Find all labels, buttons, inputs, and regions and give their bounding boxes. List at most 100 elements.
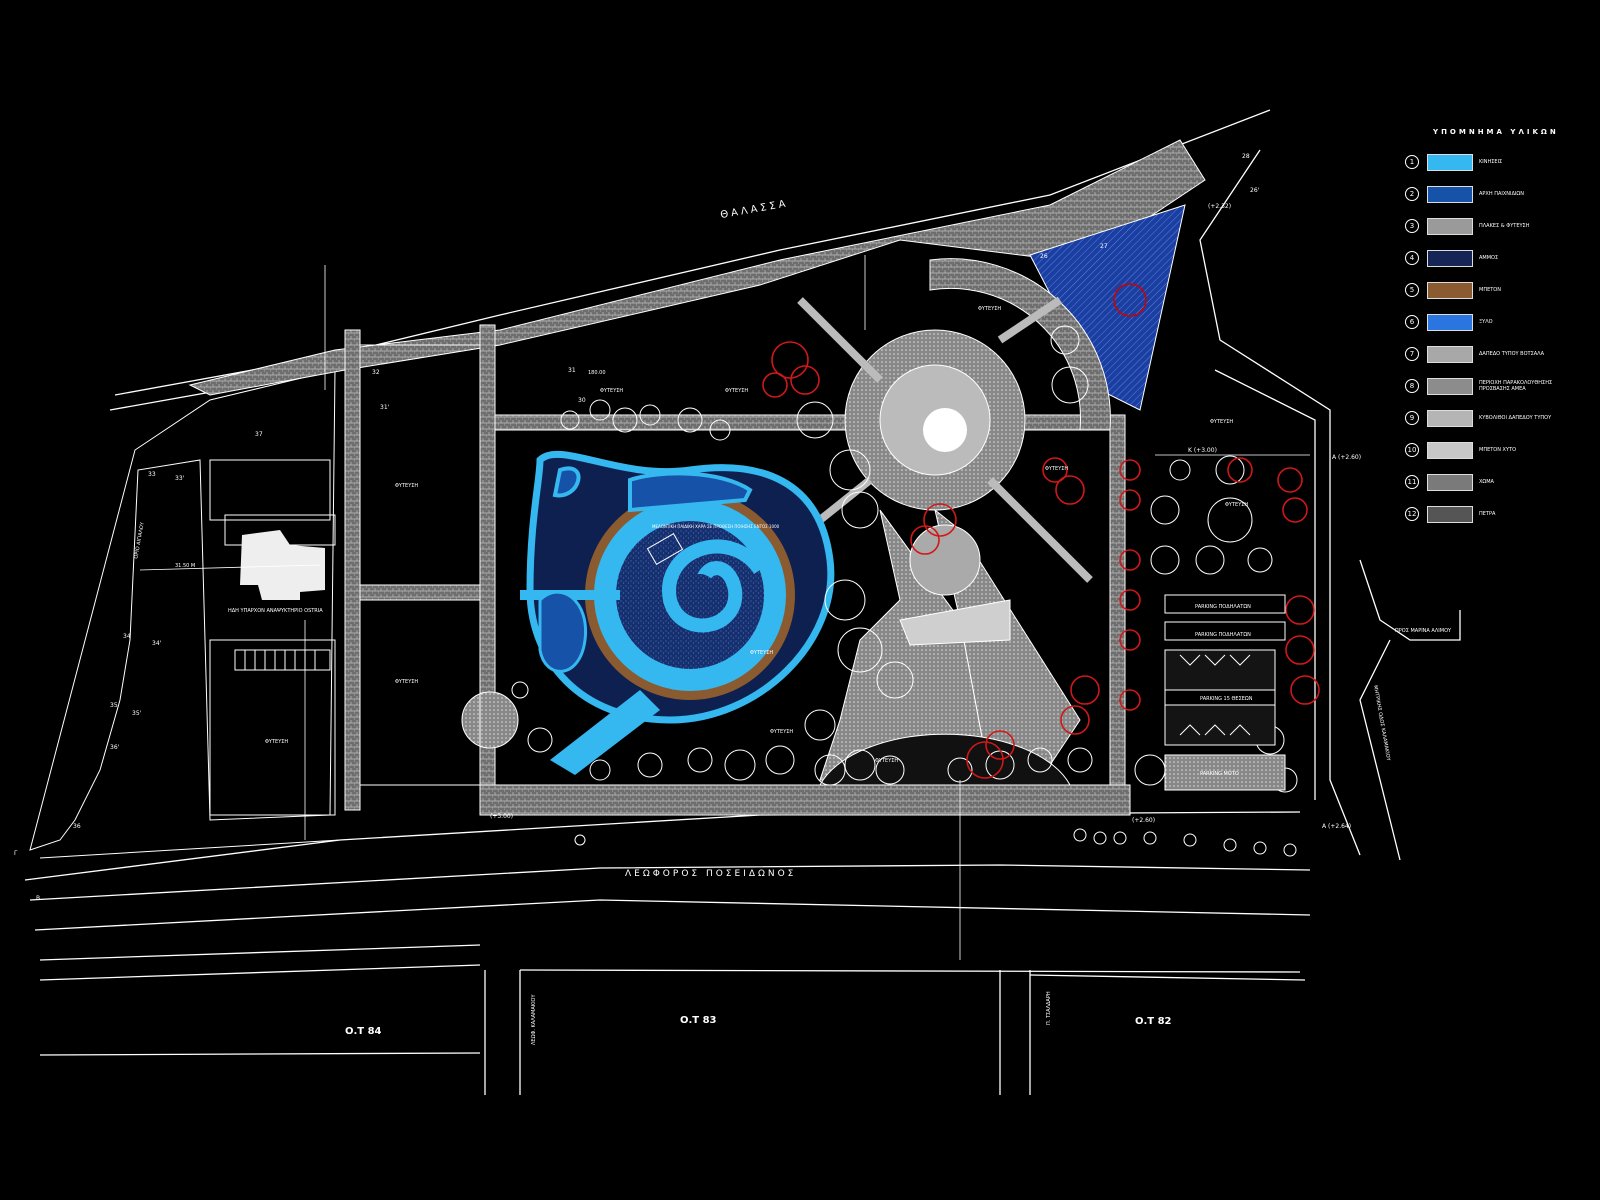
- legend-number: 3: [1405, 219, 1419, 233]
- legend-item: 1 ΚΙΝΗΣΕΙΣ: [1405, 146, 1595, 178]
- legend-swatch: [1427, 505, 1473, 523]
- point-26: 26: [1040, 253, 1048, 260]
- legend-swatch: [1427, 249, 1473, 267]
- legend-number: 6: [1405, 315, 1419, 329]
- legend-swatch: [1427, 217, 1473, 235]
- planting-label-5: ΦΥΤΕΥΣΗ: [725, 388, 748, 394]
- legend-item: 10 ΜΠΕΤΟΝ ΧΥΤΟ: [1405, 434, 1595, 466]
- legend-swatch: [1427, 345, 1473, 363]
- block-82-label: Ο.Τ 82: [1135, 1016, 1172, 1027]
- point-28: 28: [1242, 153, 1250, 160]
- legend-label: ΚΙΝΗΣΕΙΣ: [1479, 159, 1503, 165]
- playground-spiral: [520, 450, 835, 775]
- legend-number: 5: [1405, 283, 1419, 297]
- legend-label: ΑΡΧΗ ΠΑΙΧΝΙΔΙΩΝ: [1479, 191, 1524, 197]
- legend-swatch: [1427, 281, 1473, 299]
- legend-item: 2 ΑΡΧΗ ΠΑΙΧΝΙΔΙΩΝ: [1405, 178, 1595, 210]
- point-31b: 31': [380, 404, 390, 411]
- legend-number: 4: [1405, 251, 1419, 265]
- point-32: 32: [372, 369, 380, 376]
- legend-number: 11: [1405, 475, 1419, 489]
- legend-item: 3 ΠΛΑΚΕΣ & ΦΥΤΕΥΣΗ: [1405, 210, 1595, 242]
- existing-building-label: ΗΔΗ ΥΠΑΡΧΟΝ ΑΝΑΨΥΚΤΗΡΙΟ OSTRIA: [228, 608, 323, 614]
- legend-swatch: [1427, 377, 1473, 395]
- legend-swatch: [1427, 441, 1473, 459]
- parking-label-4: PARKING ΜΟΤΟ: [1200, 771, 1239, 777]
- survey-point-labels: 30 31 31' 32 33 33' 34 34' 35 35' 36 36'…: [14, 153, 1260, 902]
- block-84-label: Ο.Τ 84: [345, 1026, 382, 1037]
- point-31: 31: [568, 367, 576, 374]
- legend-swatch: [1427, 185, 1473, 203]
- planting-label-9: ΦΥΤΕΥΣΗ: [1225, 502, 1248, 508]
- legend-number: 7: [1405, 347, 1419, 361]
- point-b: Β: [36, 895, 40, 902]
- avenue-label: ΛΕΩΦΟΡΟΣ ΠΟΣΕΙΔΩΝΟΣ: [625, 869, 796, 879]
- planting-label-11: ΦΥΤΕΥΣΗ: [875, 758, 898, 764]
- legend-label: ΑΜΜΟΣ: [1479, 255, 1499, 261]
- legend-label: ΚΥΒΟΛΙΘΟΙ ΔΑΠΕΔΟΥ ΤΥΠΟΥ: [1479, 415, 1552, 421]
- legend-title: ΥΠΟΜΝΗΜΑ ΥΛΙΚΩΝ: [1433, 128, 1559, 136]
- point-g: Γ: [14, 850, 18, 857]
- elevation-c: (+3.00): [490, 813, 513, 820]
- legend-item: 4 ΑΜΜΟΣ: [1405, 242, 1595, 274]
- legend-swatch: [1427, 153, 1473, 171]
- roundabout-left: [461, 691, 519, 749]
- point-27: 27: [1100, 243, 1108, 250]
- legend-label: ΠΕΡΙΟΧΗ ΠΑΡΑΚΟΛΟΥΘΗΣΗΣ ΠΡΟΣΒΑΣΗΣ ΑΜΕΑ: [1479, 380, 1553, 392]
- radial-plaza: [797, 258, 1111, 781]
- legend-item: 9 ΚΥΒΟΛΙΘΟΙ ΔΑΠΕΔΟΥ ΤΥΠΟΥ: [1405, 402, 1595, 434]
- legend-item: 7 ΔΑΠΕΔΟ ΤΥΠΟΥ ΒΟΤΣΑΛΑ: [1405, 338, 1595, 370]
- legend-number: 10: [1405, 443, 1419, 457]
- legend-number: 2: [1405, 187, 1419, 201]
- legend-label: ΜΠΕΤΟΝ ΧΥΤΟ: [1479, 447, 1517, 453]
- point-36: 36: [73, 823, 81, 830]
- legend-label: ΠΕΤΡΑ: [1479, 511, 1496, 517]
- point-34: 34: [123, 633, 131, 640]
- existing-trees: [762, 341, 1320, 779]
- elevation-top: (+2.32): [1208, 203, 1231, 210]
- legend-label: ΠΛΑΚΕΣ & ΦΥΤΕΥΣΗ: [1479, 223, 1530, 229]
- legend-swatch: [1427, 409, 1473, 427]
- point-35: 35: [110, 702, 118, 709]
- existing-building-footprint: [240, 530, 325, 600]
- existing-building-stair: [234, 649, 331, 671]
- legend-label: ΜΠΕΤΟΝ: [1479, 287, 1501, 293]
- to-marina-label: ΠΡΟΣ ΜΑΡΙΝΑ ΑΛΙΜΟΥ: [1395, 628, 1452, 634]
- block-83-label: Ο.Τ 83: [680, 1015, 717, 1026]
- planting-label-2: ΦΥΤΕΥΣΗ: [395, 679, 418, 685]
- planting-label-7: ΦΥΤΕΥΣΗ: [1045, 466, 1068, 472]
- central-label: ΜΕΛΟΝΤΙΚΗ ΠΑΙΔΙΚΗ ΧΑΡΑ ΣΕ ΠΡΟΘΕΣΗ ΠΟΙΗΣΗ…: [652, 524, 780, 529]
- street-b-label: Π. ΤΣΑΛΔΑΡΗ: [1046, 991, 1052, 1025]
- point-37: 37: [255, 431, 263, 438]
- parking-label-3: PARKING 15 ΘΕΣΕΩΝ: [1200, 696, 1253, 702]
- point-30: 30: [578, 397, 586, 404]
- planting-label-6: ΦΥΤΕΥΣΗ: [978, 306, 1001, 312]
- planting-label-12: ΦΥΤΕΥΣΗ: [750, 650, 773, 656]
- legend-item: 11 ΧΩΜΑ: [1405, 466, 1595, 498]
- legend-item: 5 ΜΠΕΤΟΝ: [1405, 274, 1595, 306]
- planting-label-10: ΦΥΤΕΥΣΗ: [770, 729, 793, 735]
- point-26b: 26': [1250, 187, 1260, 194]
- bottom-arc-area: [819, 733, 1071, 786]
- sea-label: ΘΑΛΑΣΣΑ: [720, 198, 790, 221]
- point-33b: 33': [175, 475, 185, 482]
- planting-label-3: ΦΥΤΕΥΣΗ: [265, 739, 288, 745]
- elevation-b: (+2.60): [1132, 817, 1155, 824]
- legend-number: 9: [1405, 411, 1419, 425]
- legend-label: ΧΩΜΑ: [1479, 479, 1494, 485]
- legend-swatch: [1427, 313, 1473, 331]
- elevation-k: K (+3.00): [1188, 447, 1217, 454]
- dimension-2: 31.50 M: [175, 563, 195, 569]
- legend-number: 1: [1405, 155, 1419, 169]
- parking-area: [1164, 594, 1286, 791]
- parking-label-2: PARKING ΠΟΔΗΛΑΤΩΝ: [1195, 632, 1251, 638]
- legend-number: 8: [1405, 379, 1419, 393]
- left-parcel: [29, 369, 341, 859]
- elevation-a2: A (+2.64): [1322, 823, 1351, 830]
- point-33: 33: [148, 471, 156, 478]
- legend-item: 8 ΠΕΡΙΟΧΗ ΠΑΡΑΚΟΛΟΥΘΗΣΗΣ ΠΡΟΣΒΑΣΗΣ ΑΜΕΑ: [1405, 370, 1595, 402]
- legend-label: ΔΑΠΕΔΟ ΤΥΠΟΥ ΒΟΤΣΑΛΑ: [1479, 351, 1544, 357]
- point-36b: 36': [110, 744, 120, 751]
